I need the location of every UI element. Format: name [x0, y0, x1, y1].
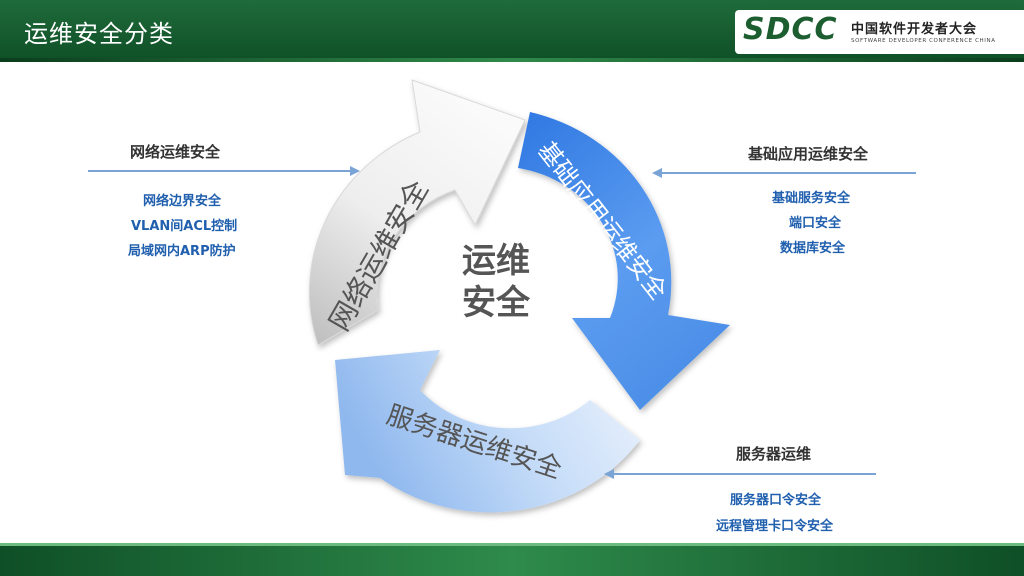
logo-en-name: SOFTWARE DEVELOPER CONFERENCE CHINA [851, 38, 996, 44]
center-line-2: 安全 [462, 283, 530, 323]
server-connector-line [614, 473, 876, 475]
sdcc-logo: SDCC 中国软件开发者大会 SOFTWARE DEVELOPER CONFER… [735, 10, 1024, 54]
network-connector-arrowhead [350, 166, 360, 176]
footer-bar [0, 543, 1024, 576]
logo-cn-name: 中国软件开发者大会 [851, 22, 978, 37]
app-section-title: 基础应用运维安全 [748, 145, 869, 163]
app-item-2: 端口安全 [789, 216, 842, 231]
header-divider [0, 58, 1024, 62]
network-item-2: VLAN间ACL控制 [131, 219, 238, 234]
app-arrow [518, 112, 730, 410]
page-title: 运维安全分类 [24, 20, 174, 48]
server-item-2: 远程管理卡口令安全 [716, 519, 834, 534]
network-connector-line [88, 170, 350, 172]
cycle-center: 运维 安全 [462, 240, 530, 324]
logo-brand: SDCC [743, 12, 838, 47]
app-connector-arrowhead [652, 168, 662, 178]
server-item-1: 服务器口令安全 [730, 493, 822, 508]
app-item-3: 数据库安全 [780, 241, 846, 256]
server-section-title: 服务器运维 [736, 445, 812, 463]
server-arrow [335, 350, 640, 513]
network-arrow [308, 79, 526, 346]
network-item-1: 网络边界安全 [143, 194, 222, 209]
footer-highlight [0, 543, 1024, 546]
network-section-title: 网络运维安全 [130, 143, 221, 161]
center-line-1: 运维 [462, 241, 530, 281]
server-connector-arrowhead [604, 469, 614, 479]
app-connector-line [662, 172, 916, 174]
app-item-1: 基础服务安全 [772, 191, 851, 206]
network-item-3: 局域网内ARP防护 [128, 244, 236, 259]
